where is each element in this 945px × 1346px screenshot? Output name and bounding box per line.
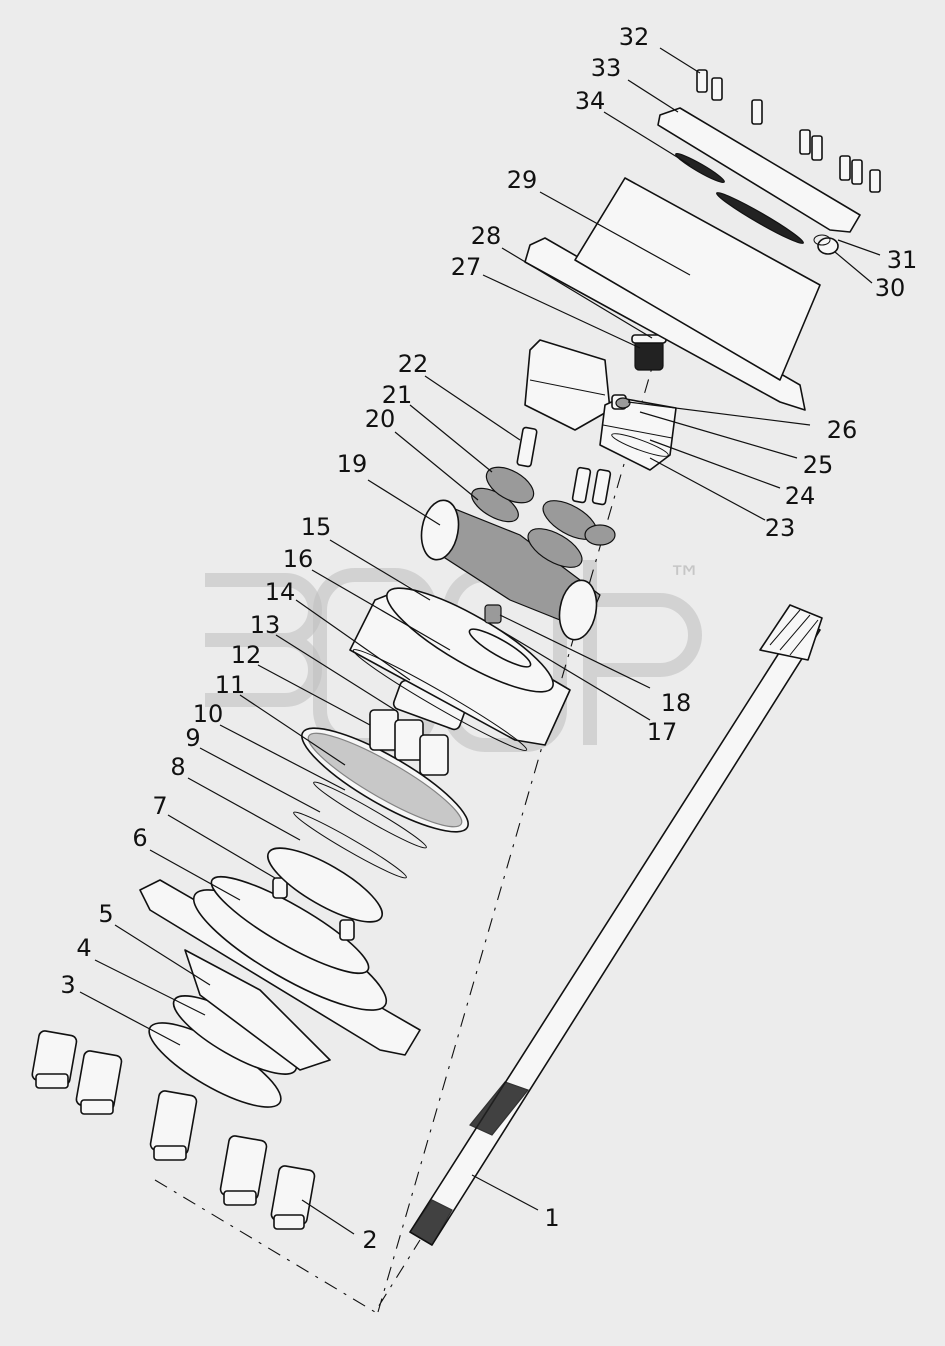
oring-part-31 — [813, 234, 831, 246]
leader-lines — [79, 47, 881, 1235]
callout-1: 1 — [544, 1204, 559, 1232]
callout-13: 13 — [250, 611, 281, 639]
callout-10: 10 — [193, 700, 224, 728]
callout-34: 34 — [575, 87, 606, 115]
carrier-part-15 — [349, 587, 571, 746]
callout-31: 31 — [887, 246, 918, 274]
side-gears — [527, 500, 616, 568]
cover-part-33 — [657, 107, 861, 233]
callout-labels: 1 2 3 4 5 6 7 8 9 10 11 12 13 14 15 16 1… — [60, 23, 917, 1254]
gasket-part-34 — [675, 152, 804, 244]
housing-part-29 — [524, 177, 821, 411]
callout-15: 15 — [301, 513, 332, 541]
callout-7: 7 — [152, 792, 167, 820]
gear-part-21 — [485, 466, 535, 504]
bolt-group-part-2 — [31, 1030, 316, 1230]
watermark-trademark: ™ — [668, 559, 702, 599]
carrier-block-right — [599, 397, 677, 471]
callout-11: 11 — [215, 671, 246, 699]
callout-18: 18 — [661, 689, 692, 717]
callout-28: 28 — [471, 222, 502, 250]
callout-22: 22 — [398, 350, 429, 378]
callout-33: 33 — [591, 54, 622, 82]
callout-19: 19 — [337, 450, 368, 478]
nut-part-18 — [484, 604, 502, 624]
center-axis — [154, 339, 661, 1313]
callout-3: 3 — [60, 971, 75, 999]
callout-32: 32 — [619, 23, 650, 51]
callout-8: 8 — [170, 753, 185, 781]
carrier-block-left — [524, 339, 611, 431]
callout-29: 29 — [507, 166, 538, 194]
bolt-group-part-32 — [696, 69, 881, 193]
callout-17: 17 — [647, 718, 678, 746]
coupling-part-27 — [634, 339, 664, 371]
plate-part-6 — [210, 875, 370, 975]
pin-part-22 — [516, 426, 538, 468]
carrier-part-8 — [267, 847, 383, 923]
callout-23: 23 — [765, 514, 796, 542]
callout-30: 30 — [875, 274, 906, 302]
callout-14: 14 — [265, 578, 296, 606]
callout-20: 20 — [365, 405, 396, 433]
shaft-part-1 — [409, 604, 823, 1246]
callout-26: 26 — [827, 416, 858, 444]
callout-2: 2 — [362, 1226, 377, 1254]
pin-part-23 — [571, 466, 612, 506]
gear-part-19 — [420, 499, 601, 641]
callout-21: 21 — [382, 381, 413, 409]
callout-9: 9 — [185, 724, 200, 752]
shim-part-10 — [313, 781, 427, 849]
hub-flange-part-5 — [139, 879, 421, 1071]
callout-25: 25 — [803, 451, 834, 479]
callout-12: 12 — [231, 641, 262, 669]
pin-part-7 — [272, 877, 355, 941]
washer-part-17 — [468, 628, 532, 668]
callout-24: 24 — [785, 482, 816, 510]
callout-16: 16 — [283, 545, 314, 573]
shim-part-9 — [293, 811, 407, 879]
callout-4: 4 — [76, 934, 91, 962]
callout-6: 6 — [132, 824, 147, 852]
callout-27: 27 — [451, 253, 482, 281]
plug-part-30 — [817, 237, 839, 255]
washer-part-24 — [611, 433, 669, 457]
screw-part-26 — [615, 397, 631, 409]
ring-part-16 — [352, 649, 528, 751]
callout-5: 5 — [98, 900, 113, 928]
